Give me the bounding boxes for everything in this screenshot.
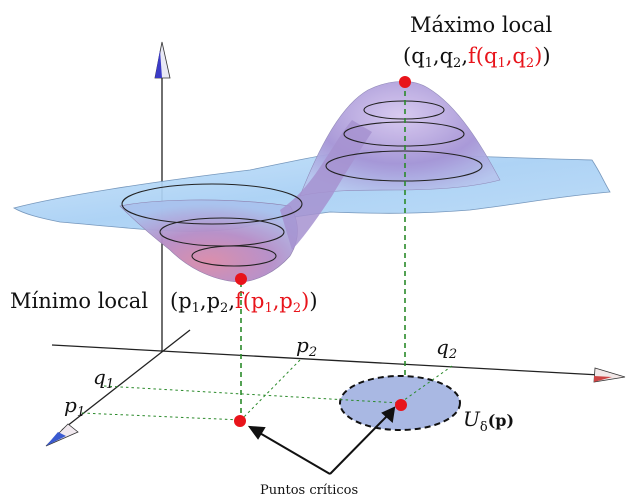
critical-point-q — [395, 399, 407, 411]
critical-arrows — [247, 406, 396, 475]
surface-ridge — [280, 120, 372, 250]
plane-guides — [81, 359, 453, 421]
x-axis — [51, 344, 601, 376]
y-axis-arrow-icon — [45, 423, 79, 447]
max-coords: (q1,q2,f(q1,q2)) — [403, 44, 551, 71]
x-axis-arrow-icon — [593, 367, 626, 383]
label-q2: q2 — [436, 335, 457, 362]
min-contours — [121, 183, 303, 267]
max-point — [399, 76, 411, 88]
max-contours — [325, 100, 483, 182]
critical-point-p — [234, 415, 246, 427]
label-q1: q1 — [93, 365, 114, 392]
critical-points-caption: Puntos críticos — [260, 483, 358, 498]
label-p2: p2 — [296, 333, 317, 360]
max-title: Máximo local — [410, 13, 552, 37]
min-title: Mínimo local — [10, 289, 148, 313]
z-axis-arrow-icon — [154, 41, 171, 79]
surface-min-dip — [119, 199, 298, 283]
min-point — [235, 273, 247, 285]
label-p1: p1 — [64, 393, 85, 420]
surface-max-bump — [299, 81, 501, 197]
label-neighborhood: Uδ(p) — [463, 407, 514, 435]
min-coords: (p1,p2,f(p1,p2)) — [170, 289, 318, 316]
